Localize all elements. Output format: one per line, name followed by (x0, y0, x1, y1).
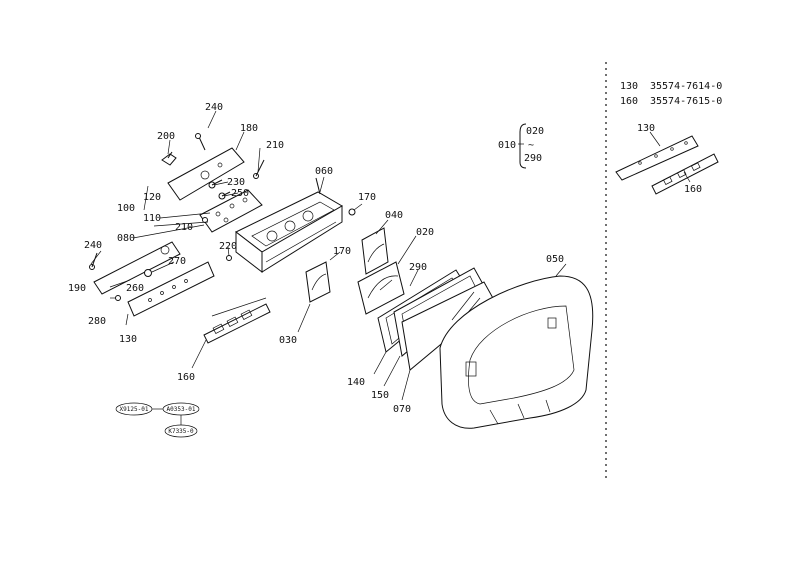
bulb-230 (208, 179, 223, 189)
label-140: 140 (347, 377, 365, 388)
label-260: 260 (126, 283, 144, 294)
label-290: 290 (409, 262, 427, 273)
label-230: 230 (227, 177, 245, 188)
label-set-010: 010 (498, 140, 516, 151)
indicator-strip-160 (203, 297, 271, 344)
label-set-020: 020 (526, 126, 544, 137)
stamps: X9125-01 A0353-01 K7335-0 (115, 402, 200, 438)
bulb-270 (144, 269, 152, 277)
sidebar-parts-table: 130 35574-7614-0 160 35574-7615-0 130 16… (620, 81, 722, 195)
label-040: 040 (385, 210, 403, 221)
label-020: 020 (416, 227, 434, 238)
callout-labels: 240 180 200 210 230 250 120 100 110 060 … (68, 102, 564, 415)
label-050: 050 (546, 254, 564, 265)
sidebar-ref-160: 160 (620, 96, 638, 107)
label-030: 030 (279, 335, 297, 346)
stamp-x9125: X9125-01 (120, 406, 149, 413)
sidebar-panel-130 (615, 135, 699, 181)
sidebar-label-130: 130 (637, 123, 655, 134)
label-200: 200 (157, 131, 175, 142)
screw-210-upper (253, 159, 265, 179)
bulb-250 (218, 191, 231, 200)
label-130: 130 (119, 334, 137, 345)
sidebar-label-160: 160 (684, 184, 702, 195)
cover-plate-180 (167, 147, 245, 201)
label-110: 110 (143, 213, 161, 224)
screw-220 (226, 255, 232, 261)
label-220: 220 (219, 241, 237, 252)
warning-panel-130 (127, 261, 215, 317)
label-270: 270 (168, 256, 186, 267)
gauge-030 (305, 261, 331, 303)
bulb-200 (161, 151, 177, 166)
label-180: 180 (240, 123, 258, 134)
label-280: 280 (88, 316, 106, 327)
label-150: 150 (371, 390, 389, 401)
sidebar-partno-130: 35574-7614-0 (650, 81, 722, 92)
meter-case-060 (235, 177, 343, 274)
label-190: 190 (68, 283, 86, 294)
label-170-lower: 170 (333, 246, 351, 257)
label-120: 120 (143, 192, 161, 203)
bulb-170-upper (348, 208, 356, 216)
decal-190 (93, 241, 181, 295)
label-060: 060 (315, 166, 333, 177)
label-set-290: 290 (524, 153, 542, 164)
label-080: 080 (117, 233, 135, 244)
sidebar-partno-160: 35574-7615-0 (650, 96, 722, 107)
label-100: 100 (117, 203, 135, 214)
set-bracket-010 (519, 123, 527, 169)
stamp-k7335: K7335-0 (168, 428, 194, 435)
label-170-upper: 170 (358, 192, 376, 203)
label-250: 250 (231, 188, 249, 199)
label-210-lower: 210 (175, 222, 193, 233)
label-240-left: 240 (84, 240, 102, 251)
meter-bezel-050 (439, 275, 594, 429)
screw-280 (115, 295, 121, 301)
leader-lines (90, 110, 691, 401)
label-210-upper: 210 (266, 140, 284, 151)
gauge-040 (361, 227, 389, 275)
sidebar-ref-130: 130 (620, 81, 638, 92)
circuit-board (199, 189, 263, 233)
label-set-tilde: ~ (528, 140, 534, 151)
label-240-top: 240 (205, 102, 223, 113)
label-160: 160 (177, 372, 195, 383)
stamp-a0353: A0353-01 (167, 406, 196, 413)
label-070: 070 (393, 404, 411, 415)
dial-020 (357, 261, 405, 315)
screw-240-top (195, 133, 206, 151)
